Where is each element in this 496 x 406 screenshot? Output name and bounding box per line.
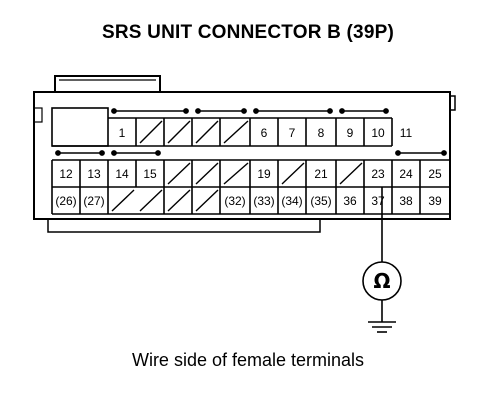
- terminal-10: 10: [371, 126, 385, 140]
- ohm-symbol: Ω: [373, 269, 390, 293]
- terminal-24: 24: [399, 167, 413, 181]
- terminal-6: 6: [261, 126, 268, 140]
- terminal-21: 21: [314, 167, 328, 181]
- connector-housing: [33, 75, 456, 233]
- terminal-8: 8: [318, 126, 325, 140]
- terminal-38: 38: [399, 194, 413, 208]
- terminal-26: (26): [55, 194, 76, 208]
- terminal-grid: [51, 107, 451, 215]
- terminal-12: 12: [59, 167, 73, 181]
- ground-icon: [368, 321, 396, 333]
- terminal-35: (35): [310, 194, 331, 208]
- terminal-15: 15: [143, 167, 157, 181]
- terminal-labels: 1 6 7 8 9 10 11 12 13 14 15 19 21 23 24 …: [55, 126, 442, 208]
- diagram-caption: Wire side of female terminals: [131, 350, 365, 370]
- empty-cavity-hatches: [111, 120, 363, 212]
- terminal-11: 11: [400, 126, 413, 140]
- diagram-title: SRS UNIT CONNECTOR B (39P): [102, 22, 394, 43]
- terminal-32: (32): [224, 194, 245, 208]
- terminal-7: 7: [289, 126, 296, 140]
- terminal-34: (34): [281, 194, 302, 208]
- terminal-39: 39: [428, 194, 442, 208]
- terminal-37: 37: [371, 194, 385, 208]
- ohmmeter-probe: [362, 187, 402, 333]
- shorting-bars: [55, 108, 447, 156]
- terminal-36: 36: [343, 194, 357, 208]
- terminal-33: (33): [253, 194, 274, 208]
- terminal-13: 13: [87, 167, 101, 181]
- terminal-23: 23: [371, 167, 385, 181]
- terminal-14: 14: [115, 167, 129, 181]
- terminal-9: 9: [347, 126, 354, 140]
- terminal-1: 1: [119, 126, 126, 140]
- terminal-25: 25: [428, 167, 442, 181]
- terminal-27: (27): [83, 194, 104, 208]
- terminal-19: 19: [257, 167, 271, 181]
